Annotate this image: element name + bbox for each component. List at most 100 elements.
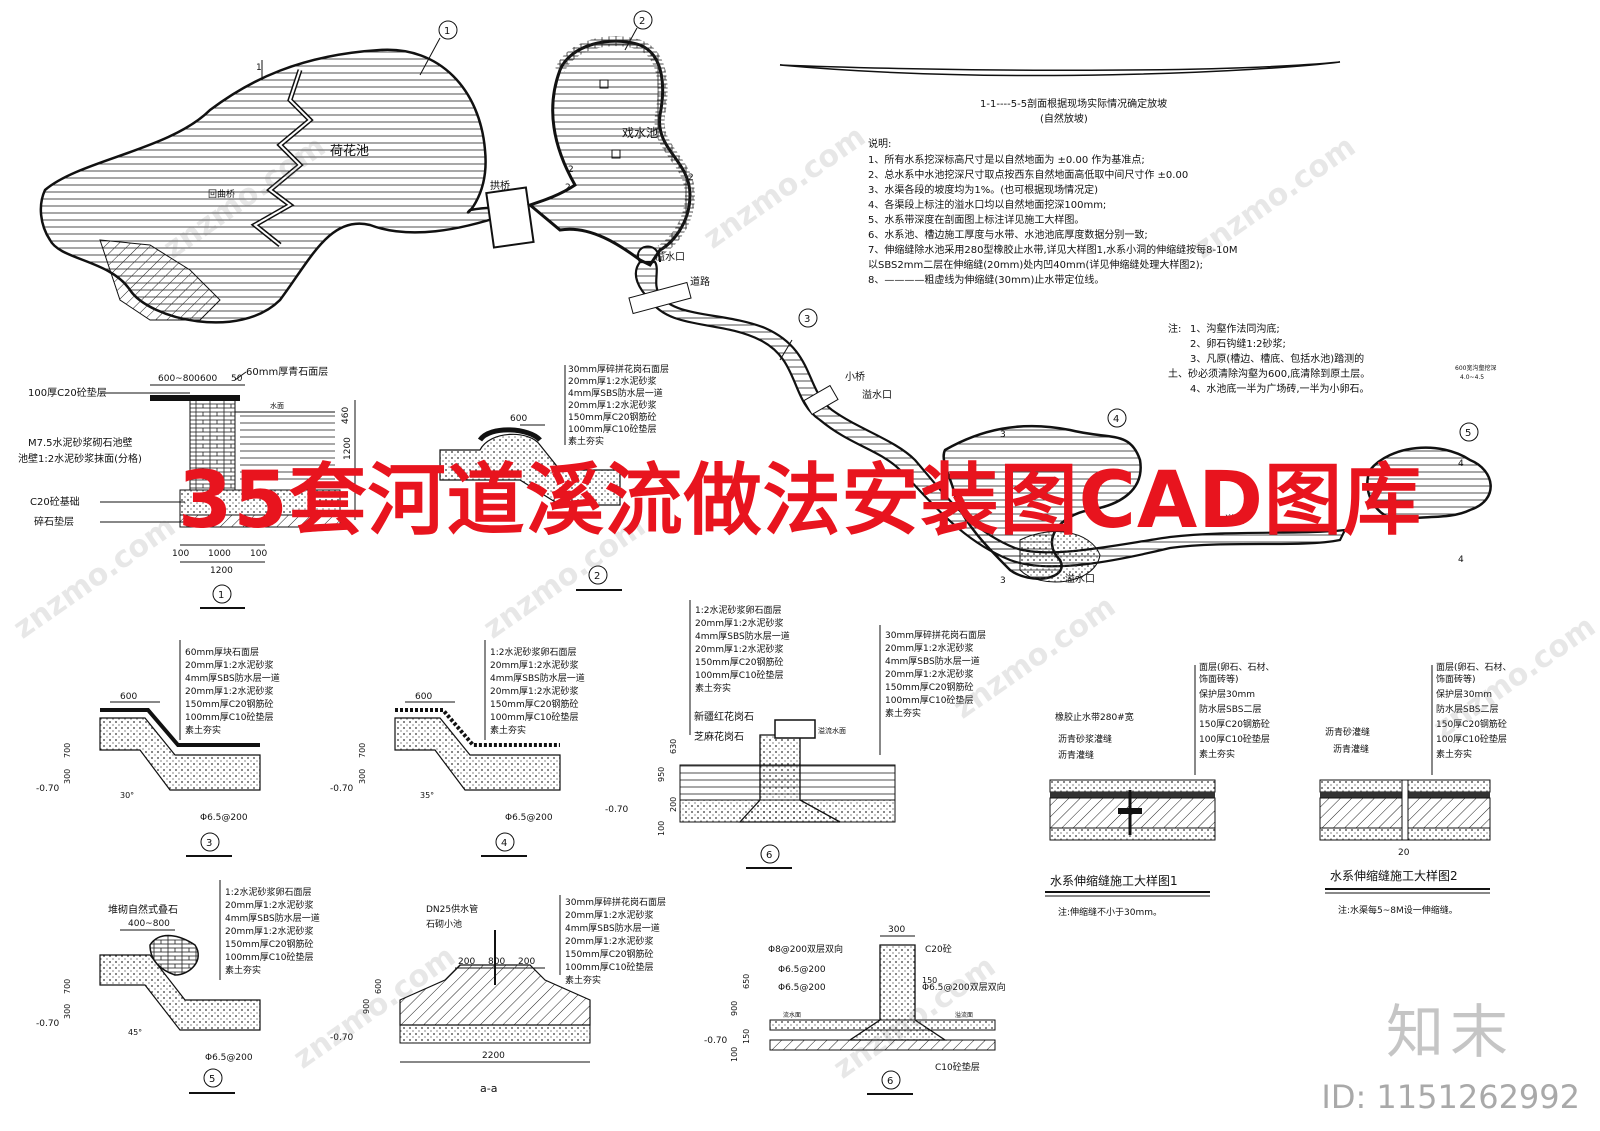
dim: 460: [341, 407, 351, 424]
note-item: 1、所有水系挖深标高尺寸是以自然地面为 ±0.00 作为基准点;: [868, 153, 1145, 166]
road-1-label: 道路: [690, 275, 710, 288]
level: -0.70: [605, 805, 629, 815]
layer-label: 面层(卵石、石材、: [1199, 661, 1275, 673]
slope: 45°: [128, 1028, 142, 1037]
rebar: Φ6.5@200: [778, 983, 826, 993]
note-item: 5、水系带深度在剖面图上标注详见施工大样图。: [868, 213, 1084, 226]
layer-label: 100mm厚C10砼垫层: [225, 951, 313, 963]
layer-label: 20mm厚1:2水泥砂浆: [185, 659, 273, 671]
svg-text:4: 4: [1458, 555, 1464, 565]
dim: 100: [730, 1047, 739, 1062]
layer-label: 100mm厚C10砼垫层: [695, 669, 783, 681]
layer-label: 100mm厚C10砼垫层: [568, 423, 656, 435]
notes-title: 说明:: [868, 137, 891, 150]
layer-label: 150mm厚C20钢筋砼: [565, 948, 653, 960]
level: -0.70: [36, 1019, 60, 1029]
note2-item: 4、水池底一半为广场砖,一半为小卵石。: [1190, 382, 1370, 395]
legend-line1: 600宽沟壑挖深: [1455, 364, 1496, 372]
s6b-label: 流水面: [783, 1011, 801, 1019]
section-number: 3: [206, 838, 212, 849]
dim: 1200: [343, 437, 353, 460]
s6-label: 新疆红花岗石: [694, 710, 754, 723]
layer-label: 4mm厚SBS防水层一道: [885, 655, 980, 667]
svg-text:2: 2: [568, 165, 574, 175]
note-item: 以SBS2mm二层在伸缩缝(20mm)处内凹40mm(详见伸缩缝处理大样图2);: [868, 258, 1203, 271]
s1-top-label: 60mm厚青石面层: [246, 365, 328, 378]
layer-label: 1:2水泥砂浆卵石面层: [225, 886, 312, 898]
section-4: 600 700 300 35° -0.70 Φ6.5@200 1:2水泥砂浆卵石…: [330, 640, 585, 857]
s5-stones: 堆砌自然式叠石: [108, 903, 178, 916]
layer-label: 1:2水泥砂浆卵石面层: [490, 646, 577, 658]
terrain-curve: [779, 61, 1341, 77]
svg-text:4: 4: [1458, 459, 1464, 469]
rebar: Φ6.5@200双层双向: [922, 981, 1006, 993]
layer-label: 60mm厚块石面层: [185, 646, 259, 658]
section-6: 1:2水泥砂浆卵石面层 20mm厚1:2水泥砂浆 4mm厚SBS防水层一道 20…: [605, 600, 986, 869]
dim: 600: [120, 692, 137, 702]
dim: 800: [488, 957, 505, 967]
dim: 200: [669, 797, 678, 812]
layer-label: 30mm厚碎拼花岗石面层: [565, 896, 666, 908]
svg-text:1: 1: [256, 63, 262, 73]
general-notes: 1-1----5-5剖面根据现场实际情况确定放坡 (自然放坡) 说明: 1、所有…: [868, 97, 1496, 395]
section-number: 2: [594, 571, 600, 582]
section-number: 6: [887, 1076, 893, 1087]
layer-label: 30mm厚碎拼花岗石面层: [568, 363, 669, 375]
dim: 600: [200, 374, 217, 384]
layer-label: 20mm厚1:2水泥砂浆: [185, 685, 273, 697]
note2-item: 土、砂必须清除沟壑为600,底清除到原土层。: [1168, 367, 1370, 380]
section-number: 5: [209, 1074, 215, 1085]
layer-label: 4mm厚SBS防水层一道: [695, 630, 790, 642]
layer-label: 100厚C10砼垫层: [1199, 733, 1270, 745]
level: -0.70: [330, 784, 354, 794]
aa-pipe: DN25供水管: [426, 903, 478, 915]
plan-lotus-pond: 荷花池 回曲桥 1 1: [39, 20, 508, 324]
dim: 700: [63, 743, 72, 758]
s6-water: 溢流水面: [818, 726, 846, 735]
layer-label: 30mm厚碎拼花岗石面层: [885, 629, 986, 641]
lotus-pond-label: 荷花池: [330, 143, 369, 159]
layer-label: 150厚C20钢筋砼: [1199, 718, 1270, 730]
dim: 100: [172, 549, 189, 559]
level: -0.70: [704, 1036, 728, 1046]
dim: 300: [63, 1004, 72, 1019]
note2-item: 1、沟壑作法同沟底;: [1190, 322, 1280, 335]
level: -0.70: [330, 1033, 354, 1043]
legend-line2: 4.0~4.5: [1460, 374, 1484, 381]
overflow-2-label: 溢水口: [862, 388, 892, 401]
layer-label: 防水层SBS二层: [1436, 703, 1498, 715]
layer-label: 150mm厚C20钢筋砼: [225, 938, 313, 950]
dim: 900: [730, 1001, 739, 1016]
layer-label: 素土夯实: [568, 435, 604, 447]
section-2: 600 30mm厚碎拼花岗石面层 20mm厚1:2水泥砂浆 4mm厚SBS防水层…: [439, 363, 669, 591]
rebar: Φ6.5@200: [200, 813, 248, 823]
rebar: Φ8@200双层双向: [768, 943, 843, 955]
notes-subheading: (自然放坡): [1040, 112, 1088, 125]
layer-label: 100mm厚C10砼垫层: [565, 961, 653, 973]
layer-label: 面层(卵石、石材、: [1436, 661, 1512, 673]
layer-label: 150mm厚C20钢筋砼: [568, 411, 656, 423]
layer-label: 150mm厚C20钢筋砼: [695, 656, 783, 668]
joint1-title: 水系伸缩缝施工大样图1: [1050, 873, 1178, 888]
layer-label: 饰面砖等): [1199, 673, 1239, 685]
section-marker-4: 4: [1113, 414, 1119, 425]
layer-label: 素土夯实: [225, 964, 261, 976]
layer-label: 20mm厚1:2水泥砂浆: [568, 375, 656, 387]
note-item: 8、————粗虚线为伸缩缝(30mm)止水带定位线。: [868, 273, 1104, 286]
dim: 950: [657, 767, 666, 782]
overflow-1-label: 溢水口: [655, 250, 685, 263]
layer-label: 饰面砖等): [1436, 673, 1476, 685]
plan-lower-lakes: 道路 溢水口 4 5 33 44: [942, 408, 1492, 586]
layer-label: 素土夯实: [565, 974, 601, 986]
layer-label: 150mm厚C20钢筋砼: [490, 698, 578, 710]
layer-label: 100mm厚C10砼垫层: [185, 711, 273, 723]
layer-label: 150厚C20钢筋砼: [1436, 718, 1507, 730]
layer-label: 100mm厚C10砼垫层: [885, 694, 973, 706]
svg-text:3: 3: [1000, 430, 1006, 440]
layer-label: 素土夯实: [185, 724, 221, 736]
section-marker-1: 1: [444, 26, 450, 37]
section-6-weir: 300 Φ8@200双层双向 Φ6.5@200 Φ6.5@200 C20砼 Φ6…: [704, 925, 1006, 1095]
aa-title: a-a: [480, 1082, 497, 1095]
svg-text:2: 2: [688, 173, 694, 183]
slope: 35°: [420, 791, 434, 800]
